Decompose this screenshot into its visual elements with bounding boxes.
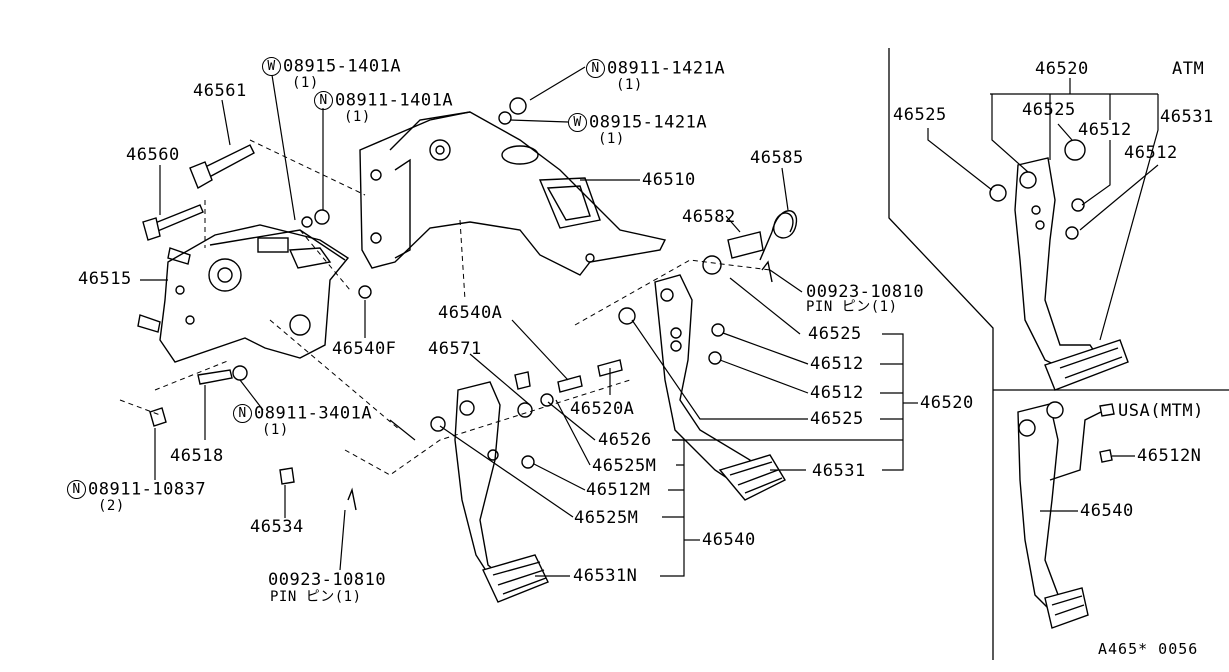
mtm-label-46540[interactable]: 46540 <box>1080 501 1134 521</box>
atm-pedal <box>989 139 1129 391</box>
mtm-title: USA(MTM) <box>1118 401 1204 421</box>
label-46525-b[interactable]: 46525 <box>810 409 864 429</box>
mtm-label-46512N[interactable]: 46512N <box>1137 446 1202 466</box>
label-46512-b[interactable]: 46512 <box>810 383 864 403</box>
nut-08911-1401A <box>314 209 330 225</box>
pin-part-left[interactable]: 00923-10810 <box>268 570 387 590</box>
pedal-46540 <box>430 359 623 603</box>
washer-symbol-icon: W <box>568 113 587 132</box>
spring-46585 <box>759 210 798 261</box>
label-46582[interactable]: 46582 <box>682 207 736 227</box>
pin-desc-left: PIN ピン(1) <box>270 589 362 605</box>
nut-08911-10837 <box>149 407 167 427</box>
fastener-qty: (1) <box>344 109 371 125</box>
drawing-code: A465* 0056 <box>1098 640 1199 658</box>
atm-label-46512-b[interactable]: 46512 <box>1124 143 1178 163</box>
fastener-qty: (1) <box>262 422 289 438</box>
sub-bracket-46515 <box>137 224 350 363</box>
label-46540F[interactable]: 46540F <box>332 339 397 359</box>
atm-label-46525-mid[interactable]: 46525 <box>1022 100 1076 120</box>
label-46525-a[interactable]: 46525 <box>808 324 862 344</box>
nut-08911-1421A <box>509 97 527 115</box>
fastener-part: 08911-10837 <box>88 479 207 500</box>
fastener-qty: (1) <box>598 131 625 147</box>
label-46534[interactable]: 46534 <box>250 517 304 537</box>
pin-00923-10810 <box>761 260 773 283</box>
label-46585[interactable]: 46585 <box>750 148 804 168</box>
label-46512-a[interactable]: 46512 <box>810 354 864 374</box>
nut-symbol-icon: N <box>314 91 333 110</box>
label-46510[interactable]: 46510 <box>642 170 696 190</box>
bolt-46518 <box>197 369 233 385</box>
washer-08915-1421A <box>498 111 512 125</box>
fastener-part: 08915-1421A <box>589 112 708 133</box>
label-46518[interactable]: 46518 <box>170 446 224 466</box>
fastener-part: 08915-1401A <box>283 56 402 77</box>
clip-46540F <box>358 285 372 299</box>
pin-part-right[interactable]: 00923-10810 <box>806 282 925 302</box>
label-46525M-lower[interactable]: 46525M <box>574 508 639 528</box>
pin-desc-right: PIN ピン(1) <box>806 299 898 315</box>
pin-00923-10810-left <box>347 487 357 511</box>
label-46512M[interactable]: 46512M <box>586 480 651 500</box>
fastener-qty: (2) <box>98 498 125 514</box>
atm-label-46531[interactable]: 46531 <box>1160 107 1214 127</box>
label-46561[interactable]: 46561 <box>193 81 247 101</box>
atm-title: ATM <box>1172 59 1205 79</box>
pedal-46520 <box>618 255 786 501</box>
label-46540A[interactable]: 46540A <box>438 303 503 323</box>
label-46531N[interactable]: 46531N <box>573 566 638 586</box>
fastener-part: 08911-1401A <box>335 90 454 111</box>
nut-08911-3401A <box>232 365 248 381</box>
nut-symbol-icon: N <box>586 59 605 78</box>
label-46526[interactable]: 46526 <box>598 430 652 450</box>
nut-symbol-icon: N <box>233 404 252 423</box>
label-46571[interactable]: 46571 <box>428 339 482 359</box>
fastener-part: 08911-1421A <box>607 58 726 79</box>
washer-08915-1401A <box>301 216 313 228</box>
label-46515[interactable]: 46515 <box>78 269 132 289</box>
atm-label-46525-left[interactable]: 46525 <box>893 105 947 125</box>
atm-label-46512-a[interactable]: 46512 <box>1078 120 1132 140</box>
pedal-bracket-46510 <box>359 111 667 276</box>
fastener-part: 08911-3401A <box>254 403 373 424</box>
clip-46534 <box>279 467 295 485</box>
washer-symbol-icon: W <box>262 57 281 76</box>
label-46525M[interactable]: 46525M <box>592 456 657 476</box>
bolt-46560 <box>142 204 204 241</box>
label-46531[interactable]: 46531 <box>812 461 866 481</box>
label-46520[interactable]: 46520 <box>920 393 974 413</box>
atm-inset-frame <box>888 48 994 660</box>
bolt-46561 <box>189 144 255 190</box>
label-46560[interactable]: 46560 <box>126 145 180 165</box>
atm-label-46520[interactable]: 46520 <box>1035 59 1089 79</box>
nut-symbol-icon: N <box>67 480 86 499</box>
bushing-46582 <box>727 231 764 259</box>
label-46520A[interactable]: 46520A <box>570 399 635 419</box>
label-46540[interactable]: 46540 <box>702 530 756 550</box>
fastener-qty: (1) <box>292 75 319 91</box>
fastener-qty: (1) <box>616 77 643 93</box>
mtm-pedal <box>1017 401 1115 629</box>
